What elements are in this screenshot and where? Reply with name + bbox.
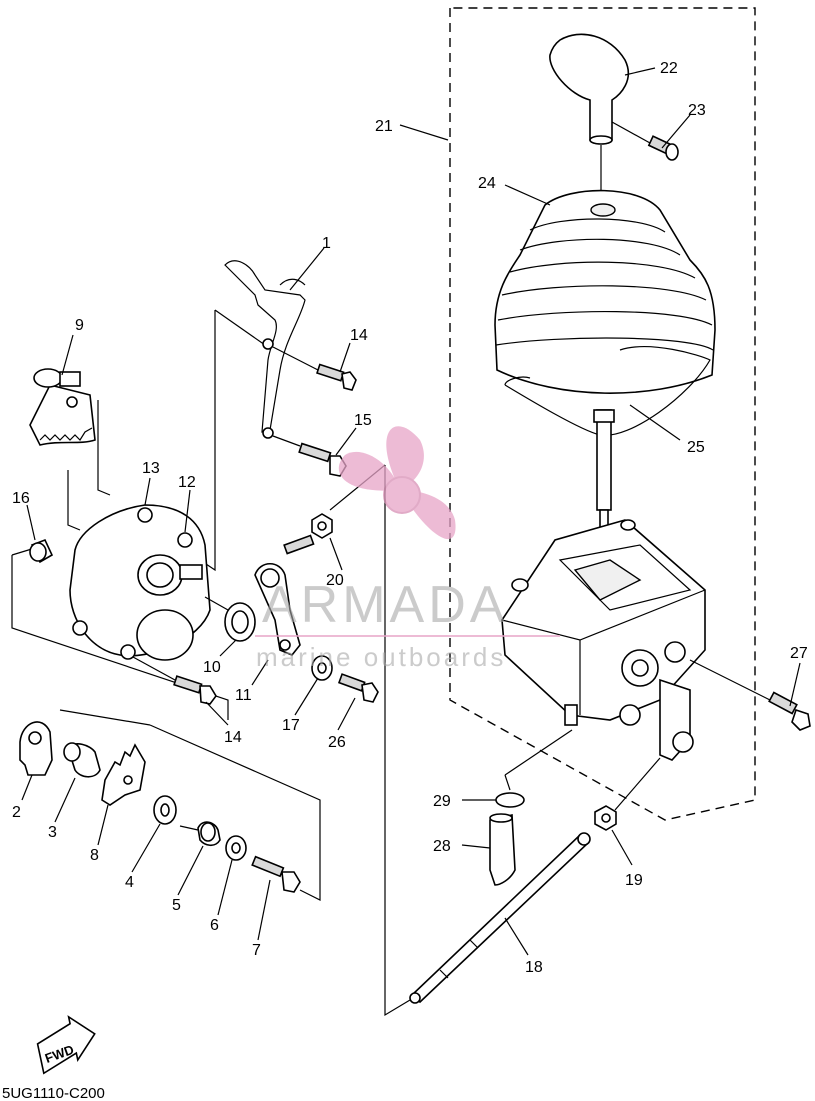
nut-20	[283, 513, 333, 555]
bolt-15	[272, 435, 347, 477]
callout-2: 2	[12, 804, 21, 821]
callout-5: 5	[172, 897, 181, 914]
knob-screw	[611, 121, 679, 161]
callout-19: 19	[625, 872, 643, 889]
bolt-7	[251, 855, 301, 893]
callout-28: 28	[433, 838, 451, 855]
callout-27: 27	[790, 645, 808, 662]
callout-11: 11	[235, 687, 252, 704]
propeller-logo	[338, 426, 456, 540]
callout-26: 26	[328, 734, 346, 751]
collar-5	[179, 821, 221, 847]
bearing-10	[204, 596, 256, 642]
shift-boot	[494, 189, 716, 394]
bolt-14-lower	[132, 656, 217, 705]
callouts: 1 2 3 4 5 6 7 8 9 10 11 12 13 14 14 15 1…	[12, 60, 808, 976]
fwd-arrow: FWD	[36, 1015, 96, 1075]
callout-3: 3	[48, 824, 57, 841]
watermark: ARMADA marine outboards	[255, 426, 560, 672]
bolt-14-upper	[272, 346, 357, 391]
housing-13	[69, 504, 211, 661]
nut-19	[594, 757, 661, 831]
collar-3	[63, 742, 101, 778]
bracket-2	[19, 721, 53, 776]
callout-14b: 14	[224, 729, 242, 746]
callout-25: 25	[687, 439, 705, 456]
callout-8: 8	[90, 847, 99, 864]
assembly-21-boundary	[449, 7, 756, 821]
callout-10: 10	[203, 659, 221, 676]
shift-housing	[501, 519, 706, 761]
callout-20: 20	[326, 572, 344, 589]
bushing-16	[29, 538, 54, 564]
gear-segment-8	[101, 743, 146, 806]
watermark-brand: ARMADA	[262, 576, 508, 634]
collar-28	[489, 813, 516, 886]
callout-23: 23	[688, 102, 706, 119]
cotter-pin	[495, 729, 573, 808]
washer-4	[153, 795, 177, 825]
diagram-code: 5UG1110-C200	[2, 1085, 105, 1101]
watermark-tagline: marine outboards	[256, 642, 506, 672]
callout-15: 15	[354, 412, 372, 429]
lever-arm-11	[254, 562, 301, 656]
callout-6: 6	[210, 917, 219, 934]
callout-18: 18	[525, 959, 543, 976]
callout-9: 9	[75, 317, 84, 334]
callout-16: 16	[12, 490, 30, 507]
shift-rod	[409, 832, 591, 1004]
leader-lines	[21, 67, 801, 956]
callout-4: 4	[125, 874, 134, 891]
callout-22: 22	[660, 60, 678, 77]
gear-lever-9	[29, 368, 96, 446]
callout-29: 29	[433, 793, 451, 810]
callout-21: 21	[375, 118, 393, 135]
washer-6	[225, 835, 247, 861]
callout-12: 12	[178, 474, 196, 491]
callout-17: 17	[282, 717, 300, 734]
callout-7: 7	[252, 942, 261, 959]
spring-plate-1	[224, 260, 306, 439]
boot-clip	[504, 346, 711, 436]
callout-1: 1	[322, 235, 331, 252]
bolt-26	[337, 673, 379, 703]
bolt-27	[689, 659, 811, 731]
shift-knob	[549, 33, 630, 195]
callout-24: 24	[478, 175, 496, 192]
washer-17	[311, 655, 333, 681]
callout-14a: 14	[350, 327, 368, 344]
callout-13: 13	[142, 460, 160, 477]
